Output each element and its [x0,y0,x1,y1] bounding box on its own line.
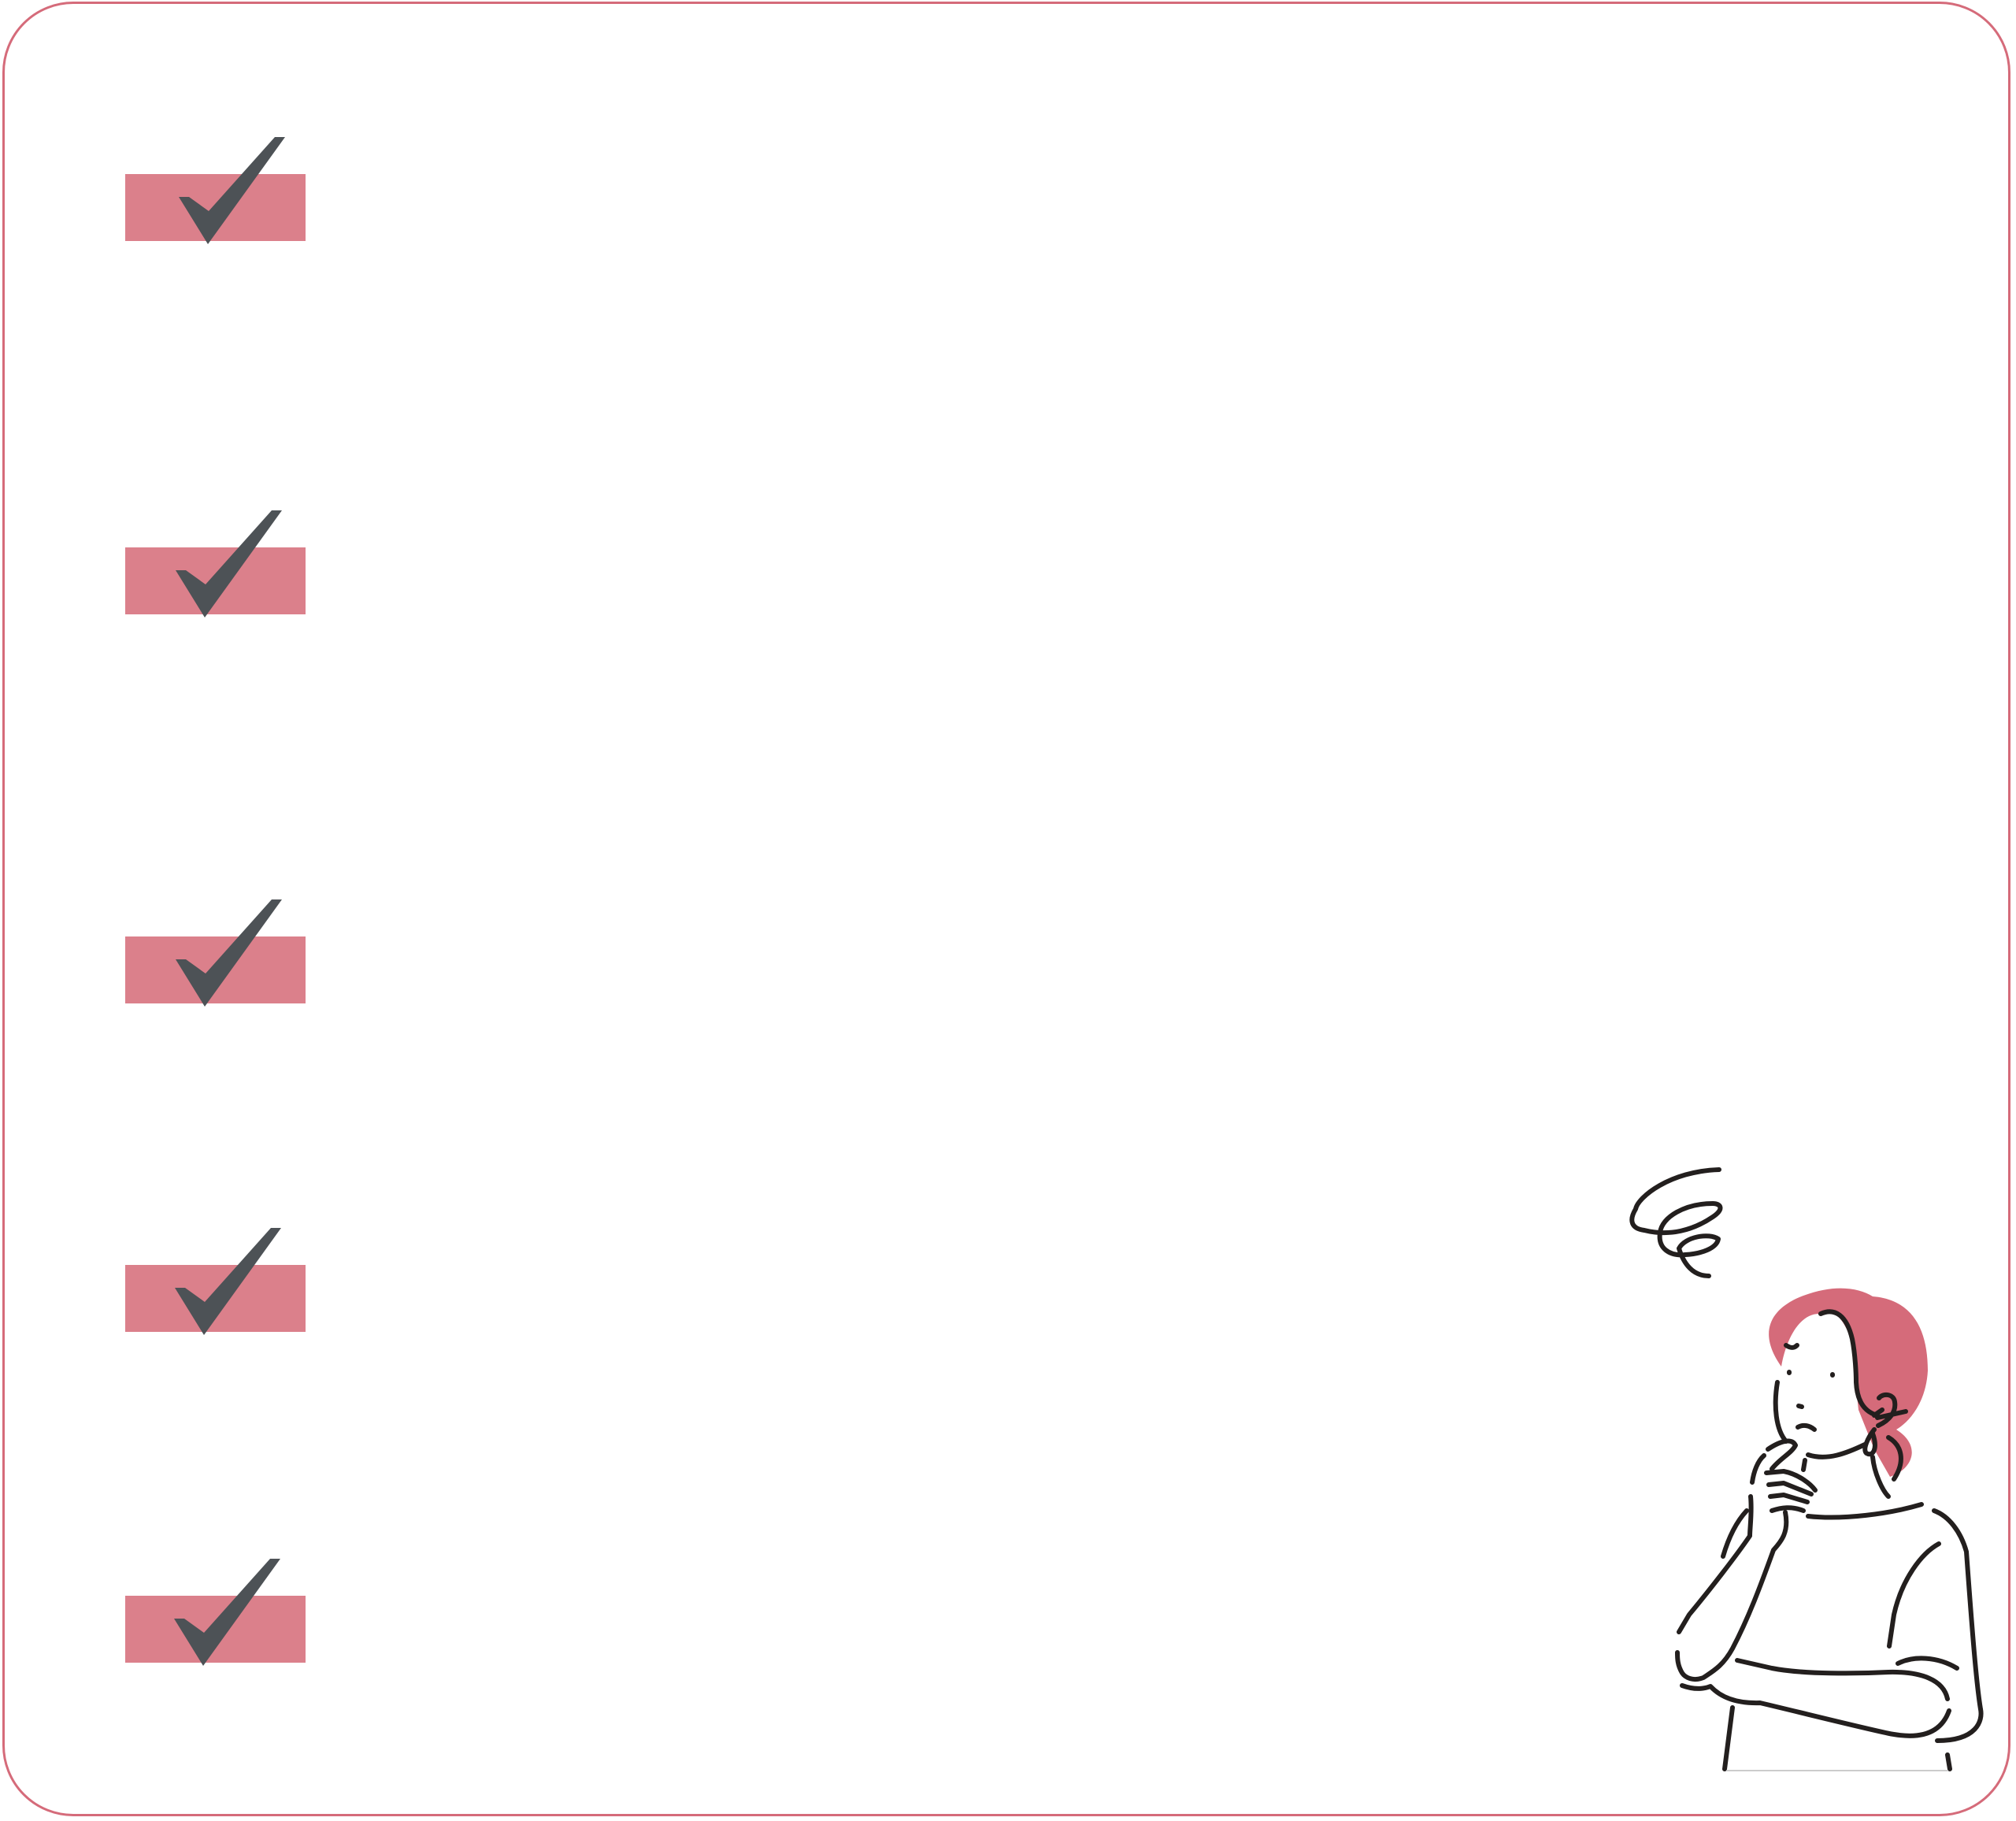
checkmark-icon [179,137,285,244]
checklist-item[interactable] [125,1559,306,1666]
checkmark-icon [176,899,282,1007]
checkmark-icon [176,510,282,618]
eyes [1784,1343,1835,1432]
checkmark-icon [175,1228,281,1335]
hair [1769,1288,1928,1477]
checklist-item[interactable] [125,137,306,244]
hand-on-chin [1677,1438,1818,1634]
neck-shoulder [1801,1442,1984,1771]
thinking-woman-illustration [1629,1167,1984,1771]
confused-scribble-icon [1629,1167,1723,1278]
arm [1675,1508,1959,1771]
checkmark-icon [174,1559,280,1666]
ear-earring [1862,1392,1908,1499]
face [1773,1309,1880,1444]
checklist-item[interactable] [125,1228,306,1335]
checklist [125,137,306,1666]
checklist-item[interactable] [125,899,306,1007]
checklist-item[interactable] [125,510,306,618]
